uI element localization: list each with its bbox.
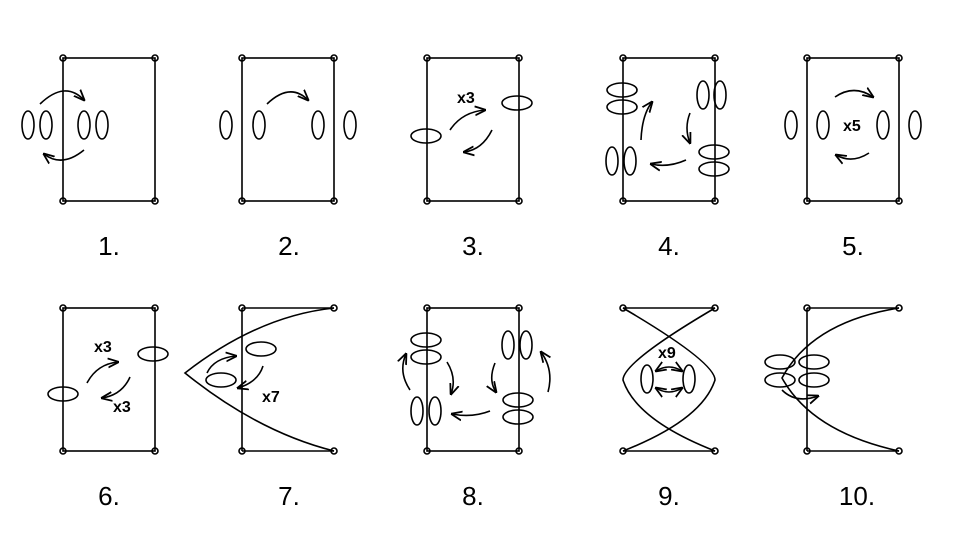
- corner-dots: [423, 54, 523, 205]
- frame: [62, 57, 156, 202]
- panel-4: [605, 54, 730, 205]
- multiplier-label: x3: [94, 339, 112, 356]
- panel-label-9: 9.: [658, 481, 680, 511]
- panel-label-7: 7.: [278, 481, 300, 511]
- corner-dots: [803, 54, 903, 205]
- corner-dots: [238, 54, 338, 205]
- arrow: [39, 91, 84, 105]
- arrow: [464, 129, 493, 152]
- curved-edge: [183, 307, 335, 452]
- panel-8: [403, 304, 550, 455]
- multiplier-label: x3: [113, 399, 131, 416]
- curved-edge: [781, 307, 900, 452]
- panel-label-4: 4.: [658, 231, 680, 261]
- arrow: [452, 410, 491, 415]
- arrow: [651, 159, 687, 165]
- arrow: [44, 149, 85, 160]
- curved-edge: [622, 307, 716, 452]
- arrow: [266, 92, 308, 105]
- curved-edge: [622, 307, 716, 452]
- ellipse-group: [219, 110, 357, 140]
- arrow: [834, 91, 873, 98]
- panel-9: [619, 304, 719, 455]
- panel-5: [784, 54, 922, 205]
- corner-dots: [619, 54, 719, 205]
- corner-dots: [619, 304, 719, 455]
- panel-label-5: 5.: [842, 231, 864, 261]
- multiplier-label: x7: [262, 389, 280, 406]
- panel-3: [410, 54, 533, 205]
- panel-1: [21, 54, 159, 205]
- panel-2: [219, 54, 357, 205]
- multiplier-label: x9: [658, 345, 676, 362]
- arrow: [687, 112, 690, 143]
- frame: [426, 307, 520, 452]
- ellipse-group: [605, 80, 730, 177]
- panel-label-8: 8.: [462, 481, 484, 511]
- panel-label-1: 1.: [98, 231, 120, 261]
- arrow: [656, 367, 682, 371]
- arrow: [449, 110, 485, 131]
- arrow: [102, 376, 131, 398]
- arrow: [656, 388, 682, 392]
- frame: [622, 57, 716, 202]
- arrow: [836, 152, 870, 159]
- frame: [241, 57, 335, 202]
- panel-6: [47, 304, 169, 455]
- ellipse-group: [47, 346, 169, 402]
- arrow: [206, 356, 236, 374]
- arrow: [86, 362, 118, 384]
- corner-dots: [59, 54, 159, 205]
- arrow: [640, 102, 652, 141]
- panel-label-10: 10.: [839, 481, 875, 511]
- corner-dots: [423, 304, 523, 455]
- frame: [806, 57, 900, 202]
- frame: [62, 307, 156, 452]
- arrow: [446, 361, 453, 394]
- ellipse-group: [205, 341, 277, 388]
- arrow: [541, 352, 550, 393]
- panel-label-3: 3.: [462, 231, 484, 261]
- multiplier-label: x3: [457, 90, 475, 107]
- arrow: [238, 365, 264, 388]
- ellipse-group: [21, 110, 109, 140]
- ellipse-group: [410, 95, 533, 144]
- panel-10: [764, 304, 903, 455]
- panel-label-2: 2.: [278, 231, 300, 261]
- arrow: [781, 389, 818, 399]
- ellipse-group: [410, 330, 534, 426]
- arrow: [492, 362, 496, 392]
- panel-7: [183, 304, 338, 455]
- corner-dots: [238, 304, 338, 455]
- ellipse-group: [640, 364, 696, 394]
- panel-label-6: 6.: [98, 481, 120, 511]
- arrow: [403, 354, 411, 391]
- ellipse-group: [784, 110, 922, 140]
- ellipse-group: [764, 354, 830, 388]
- frame: [426, 57, 520, 202]
- multiplier-label: x5: [843, 118, 861, 135]
- corner-dots: [803, 304, 903, 455]
- corner-dots: [59, 304, 159, 455]
